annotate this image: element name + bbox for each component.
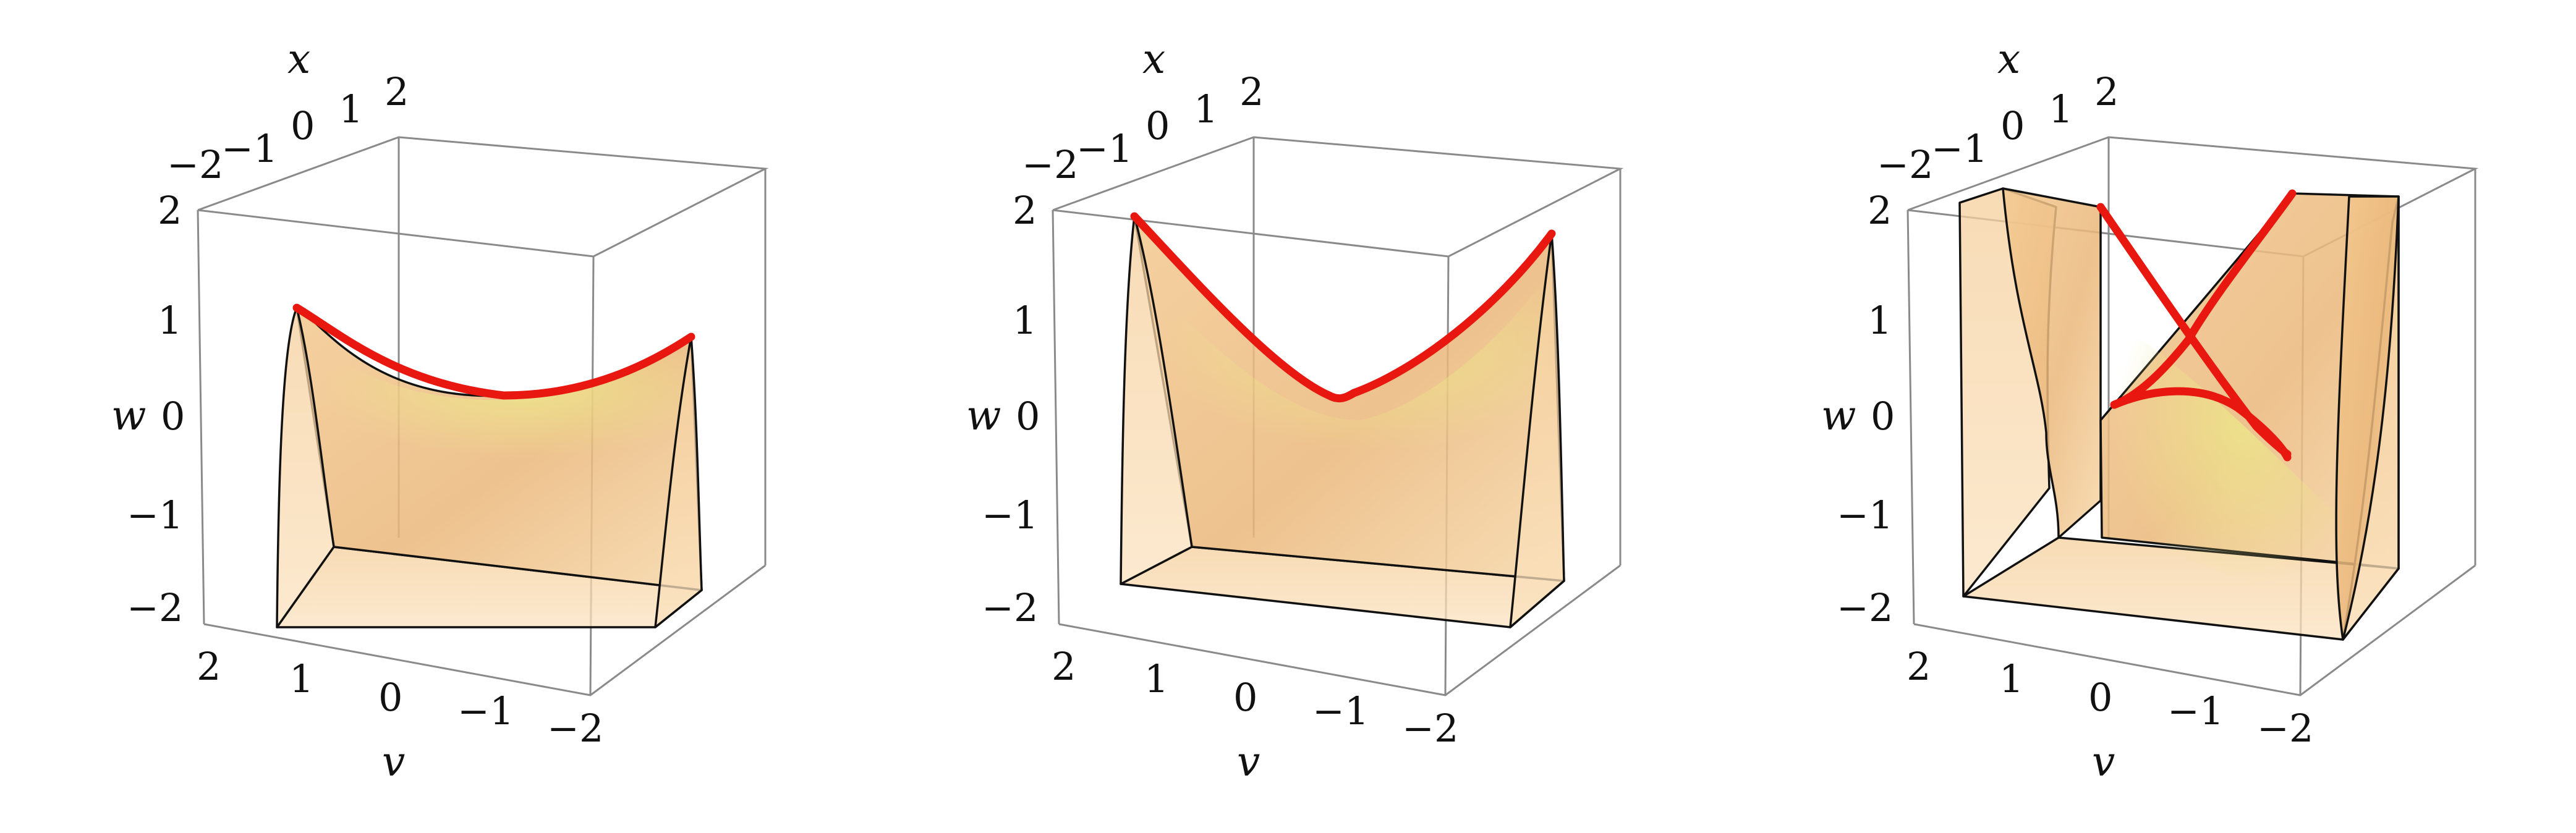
- panel-2-v-ticks: 2 1 0 −1 −2: [1052, 644, 1458, 751]
- panel-3-x-label: x: [1997, 35, 2020, 83]
- panel-3-x-tick: 0: [2000, 103, 2025, 148]
- panel-2-w-tick: −2: [982, 585, 1038, 630]
- panel-2-x-tick: 0: [1146, 103, 1170, 148]
- panel-2-v-tick: −1: [1312, 688, 1369, 734]
- panel-3-red-curve-arc: [2110, 387, 2292, 462]
- panel-3-red-curve-ascending: [2110, 189, 2297, 409]
- panel-2-x-label: x: [1142, 35, 1165, 83]
- panel-3-v-tick: 1: [1999, 656, 2023, 701]
- panel-3-v-tick: 0: [2088, 675, 2112, 720]
- panel-2-x-tick: 2: [1239, 69, 1264, 114]
- panel-3-w-tick: −1: [1837, 493, 1893, 538]
- panel-2-x-tick: 1: [1194, 87, 1218, 132]
- panel-1-x-label: x: [287, 35, 310, 83]
- panel-1-v-tick: −2: [547, 706, 603, 751]
- panel-2: −2 −1 0 1 2 x 2 1 0 −1 −2 w 2 1 0 −1 −2 …: [966, 35, 1624, 785]
- panel-1-v-label: v: [382, 738, 405, 785]
- panel-3: −2 −1 0 1 2 x 2 1 0 −1 −2 w 2 1 0 −1 −2 …: [1821, 35, 2479, 785]
- panel-3-x-tick: 1: [2049, 87, 2073, 132]
- panel-3-v-ticks: 2 1 0 −1 −2: [1906, 644, 2313, 751]
- panel-1-w-tick: −2: [127, 585, 183, 630]
- panel-3-w-tick: 1: [1868, 298, 1892, 343]
- panel-1-x-tick: −1: [221, 126, 278, 171]
- panel-1-v-tick: 1: [289, 656, 313, 701]
- panel-1-x-ticks: −2 −1 0 1 2: [167, 69, 409, 187]
- panel-3-w-tick: 2: [1868, 188, 1892, 233]
- panel-2-x-tick: −1: [1076, 126, 1133, 171]
- panel-1-w-tick: 1: [158, 298, 182, 343]
- panel-3-v-tick: −2: [2257, 706, 2313, 751]
- panel-2-w-tick: 1: [1013, 298, 1037, 343]
- panel-3-w-label: w: [1821, 392, 1856, 439]
- panel-2-x-ticks: −2 −1 0 1 2: [1022, 69, 1264, 187]
- panel-1-w-tick: 0: [161, 394, 185, 439]
- panel-1-x-tick: −2: [167, 142, 223, 187]
- panel-1-x-tick: 1: [339, 87, 363, 132]
- panel-1-x-tick: 2: [385, 69, 409, 114]
- panel-2-w-tick: 2: [1013, 188, 1037, 233]
- panel-2-v-tick: 2: [1052, 644, 1076, 689]
- panel-1-surface: [276, 307, 703, 628]
- panel-2-v-tick: 1: [1144, 656, 1168, 701]
- panel-3-w-tick: −2: [1837, 585, 1893, 630]
- panel-1-v-ticks: 2 1 0 −1 −2: [197, 644, 603, 751]
- panel-3-w-ticks: 2 1 0 −1 −2: [1837, 188, 1895, 630]
- panel-3-w-tick: 0: [1871, 394, 1895, 439]
- panel-3-surface: [1958, 187, 2400, 641]
- panel-1-w-label: w: [111, 392, 147, 439]
- panel-1-x-tick: 0: [291, 103, 315, 148]
- panel-3-x-tick: −1: [1931, 126, 1987, 171]
- panel-1-v-tick: 0: [378, 675, 402, 720]
- panel-2-w-tick: −1: [982, 493, 1038, 538]
- panel-2-w-label: w: [966, 392, 1001, 439]
- panel-2-v-tick: −2: [1402, 706, 1458, 751]
- panel-1-w-tick: −1: [127, 493, 183, 538]
- panel-1-v-tick: −1: [457, 688, 514, 734]
- panel-2-v-label: v: [1237, 738, 1260, 785]
- panel-3-x-tick: −2: [1877, 142, 1933, 187]
- panel-2-w-ticks: 2 1 0 −1 −2: [982, 188, 1040, 630]
- panel-3-v-tick: −1: [2167, 688, 2224, 734]
- panel-1-red-curve: [292, 303, 695, 400]
- panel-3-v-label: v: [2092, 738, 2115, 785]
- panel-1-w-ticks: 2 1 0 −1 −2: [127, 188, 185, 630]
- panel-1-v-tick: 2: [197, 644, 221, 689]
- panel-3-red-curves: [2096, 189, 2297, 462]
- panel-2-x-tick: −2: [1022, 142, 1078, 187]
- panel-3-x-tick: 2: [2094, 69, 2119, 114]
- panel-1: −2 −1 0 1 2 x 2 1 0 −1 −2 w 2 1 0 −1 −2 …: [111, 35, 769, 785]
- panel-2-red-curve: [1130, 212, 1556, 403]
- panel-2-w-tick: 0: [1016, 394, 1040, 439]
- panel-2-v-tick: 0: [1233, 675, 1257, 720]
- panel-1-w-tick: 2: [158, 188, 182, 233]
- panel-3-v-tick: 2: [1906, 644, 1931, 689]
- panel-3-x-ticks: −2 −1 0 1 2: [1877, 69, 2119, 187]
